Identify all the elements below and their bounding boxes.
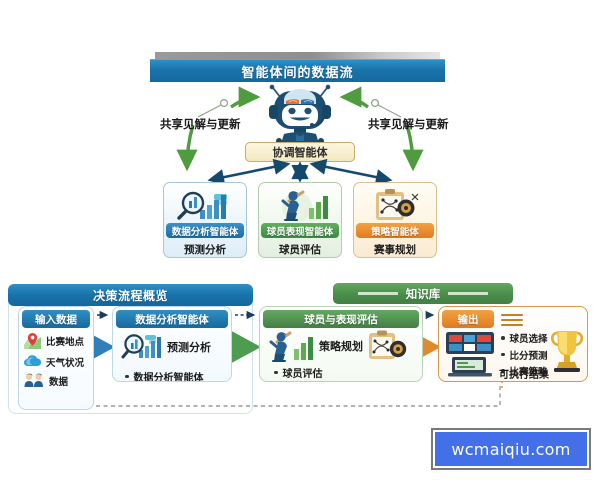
data-analysis-bullet: 数据分析智能体 [125,369,231,382]
bullet-dot [274,370,278,375]
agent-pill-data-analysis: 数据分析智能体 [166,223,244,238]
agent-sub-label: 预测分析 [184,244,226,256]
agent-sub-label: 赛事规划 [374,244,416,256]
data-analysis-bullet-label: 数据分析智能体 [133,373,204,382]
bullet-dot [501,352,505,357]
bullet-dot [125,374,129,379]
decision-flow-title: 决策流程概览 [92,288,168,303]
output-item-list: 球员选择 比分预测 比赛策略 [501,331,567,381]
insight-sharing-arrows [176,86,424,172]
weather-cloud-icon [24,355,42,366]
output-item-label: 比赛策略 [509,367,548,378]
baseball-batter-chart-icon [259,188,341,222]
agent-pill-player-performance: 球员表现智能体 [261,223,339,238]
baseball-batter-chart-icon [269,331,313,362]
output-item: 比分预测 [501,348,567,362]
coordinator-agent-links [207,158,393,185]
top-title-text: 智能体间的数据流 [241,65,354,81]
agent-card-strategy[interactable]: 策略智能体 赛事规划 [353,182,437,258]
shared-insight-label-left: 共享见解与更新 [160,117,241,131]
map-pin-icon [24,333,41,349]
kb-dash-left [357,292,398,295]
input-item-weather: 天气状况 [23,354,93,369]
output-item: 球员选择 [501,331,567,345]
output-item: 比赛策略 [501,364,567,378]
decision-flow-header: 决策流程概览 [8,284,253,306]
top-title-banner: 智能体间的数据流 [150,59,445,82]
clipboard-tactics-icon [369,330,407,359]
output-menu-lines-icon [501,314,523,329]
shared-insight-label-right: 共享见解与更新 [368,117,449,131]
output-item-label: 比分预测 [509,350,548,362]
title-gray-bar [155,52,440,59]
input-item-label: 数据 [49,376,69,388]
input-data-title: 输入数据 [35,313,77,326]
input-item-venue: 比赛地点 [23,332,93,350]
input-item-label: 比赛地点 [46,337,85,348]
knowledge-base-header: 知识库 [333,283,513,304]
agent-pill-label: 数据分析智能体 [171,226,239,238]
bullet-dot [501,336,505,340]
laptop-icon [448,357,492,377]
scoreboard-icon [446,332,494,354]
magnifier-bar-chart-icon [121,334,161,359]
kb-dash-right [448,292,489,295]
clipboard-tactics-icon [354,188,436,222]
output-title: 输出 [457,313,479,326]
player-performance-title: 球员与表现评估 [304,313,378,326]
flow-step-player-performance[interactable]: 球员与表现评估 策略规划 [259,306,423,382]
data-analysis-header: 数据分析智能体 [116,310,228,328]
knowledge-base-title: 知识库 [405,286,441,301]
magnifier-bar-chart-icon [164,188,246,222]
agent-card-data-analysis[interactable]: 数据分析智能体 预测分析 [163,182,247,258]
player-performance-bullet-label: 球员评估 [282,369,323,380]
agent-pill-label: 球员表现智能体 [266,226,334,238]
player-performance-center-label: 策略规划 [319,340,363,353]
player-performance-bullet: 球员评估 [274,365,422,380]
input-item-data: 数据 [23,373,93,388]
flow-step-output[interactable]: 输出 球员选择 [438,306,588,382]
watermark: wcmaiqiu.com [431,428,591,470]
flow-connector-arrows [30,310,503,407]
output-header: 输出 [442,310,494,328]
people-group-icon [24,373,43,387]
agent-pill-strategy: 策略智能体 [356,223,434,238]
data-analysis-icon-label: 预测分析 [167,341,211,354]
coordinator-label: 协调智能体 [272,146,328,159]
agent-pill-label: 策略智能体 [371,226,419,238]
agent-card-player-performance[interactable]: 球员表现智能体 球员评估 [258,182,342,258]
watermark-text: wcmaiqiu.com [451,439,571,459]
player-performance-header: 球员与表现评估 [263,310,419,328]
watermark-box: wcmaiqiu.com [435,432,587,466]
output-final-result-label: 可执行结果 [499,370,549,381]
trophy-icon [550,331,584,372]
input-data-header: 输入数据 [22,310,90,328]
coordinator-agent-box[interactable]: 协调智能体 [245,142,355,162]
output-item-label: 球员选择 [509,334,548,345]
flow-step-input-data[interactable]: 输入数据 比赛地点 天气状况 [18,306,94,410]
flow-step-data-analysis[interactable]: 数据分析智能体 预测分析 数据分析智能体 [112,306,232,382]
agent-sub-label: 球员评估 [279,244,321,256]
bullet-dot [501,369,505,373]
input-item-label: 天气状况 [46,357,85,369]
data-analysis-title: 数据分析智能体 [135,313,209,326]
